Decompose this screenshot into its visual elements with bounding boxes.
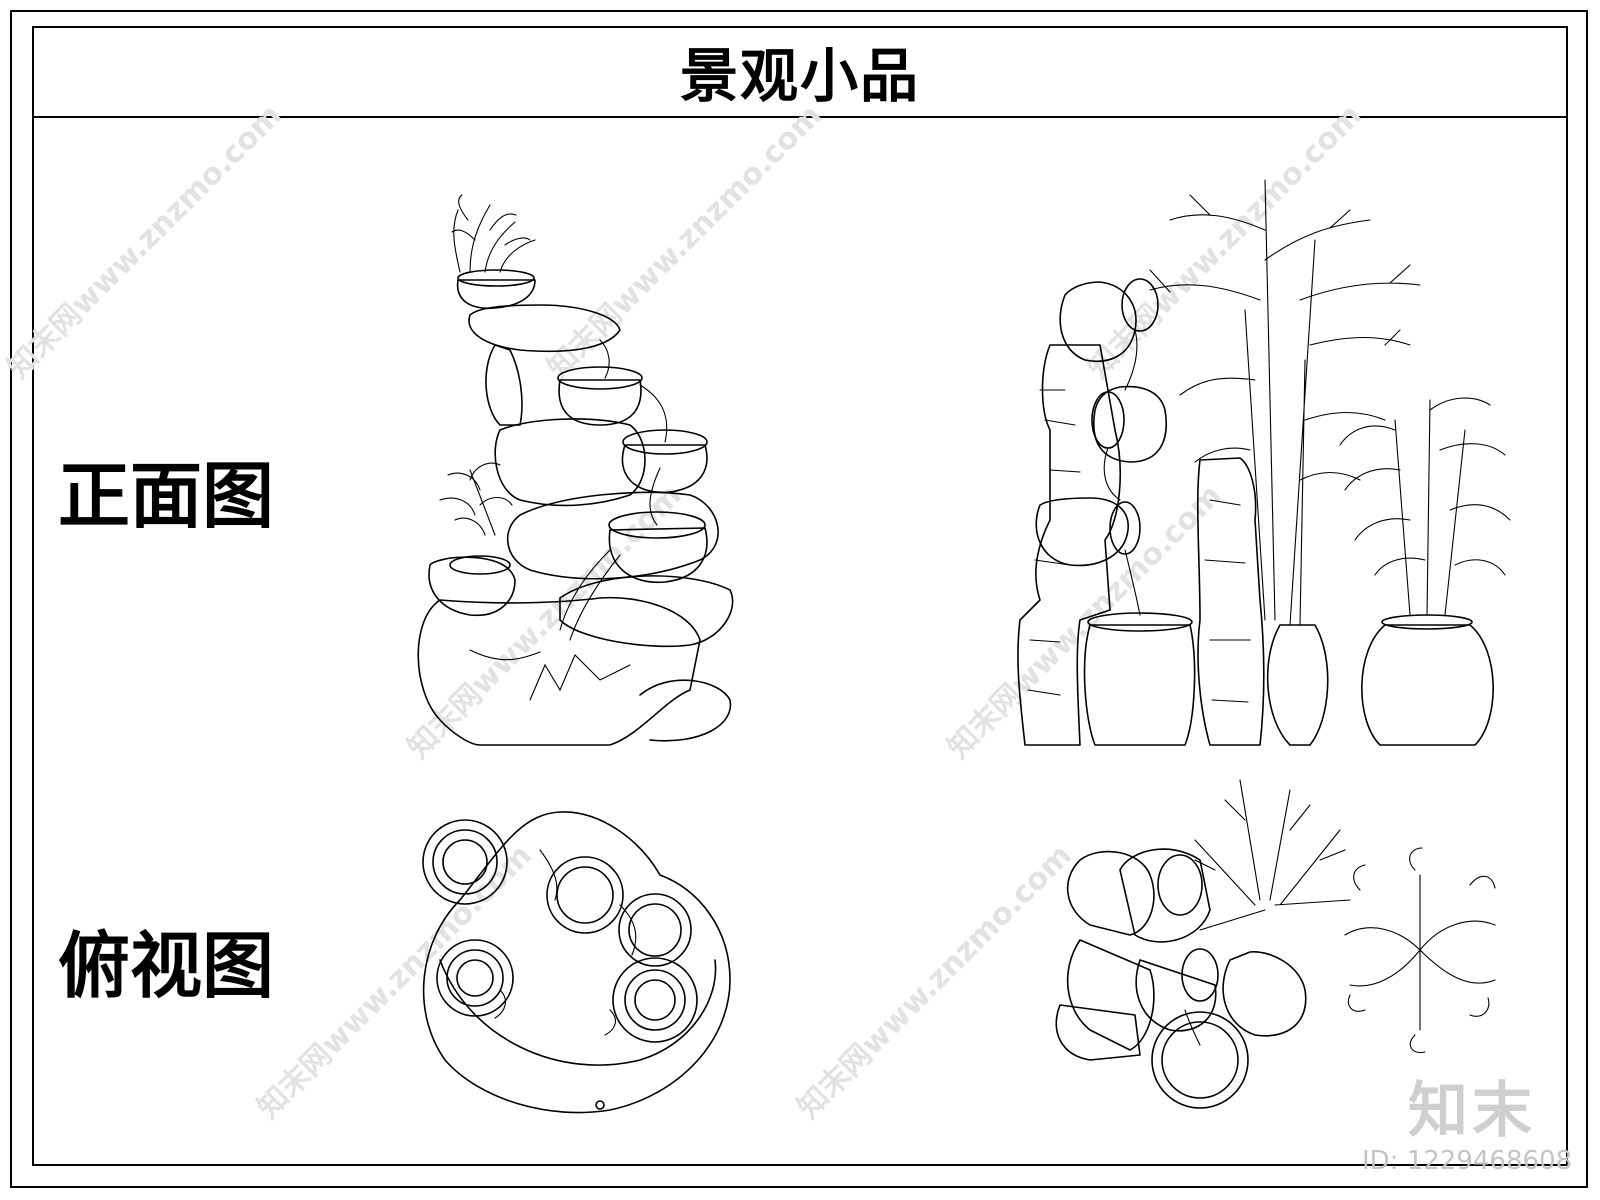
fountain-a-front-view: [417, 194, 734, 746]
fountain-a-top-view: [422, 811, 731, 1114]
title-block: 景观小品: [32, 26, 1568, 118]
watermark-logo: 知末: [1408, 1076, 1536, 1146]
watermark-site-3: 知末网www.znzmo.com: [1081, 98, 1369, 386]
watermark-id: ID: 1229468608: [1362, 1146, 1573, 1176]
outer-border: [10, 10, 1588, 1188]
front-view-label: 正面图: [58, 453, 275, 538]
watermark-site-2: 知末网www.znzmo.com: [541, 98, 829, 386]
fountain-b-top-view: [1055, 779, 1496, 1109]
top-view-label: 俯视图: [58, 923, 275, 1008]
watermark-site-5: 知末网www.znzmo.com: [941, 478, 1229, 766]
watermark-site-7: 知末网www.znzmo.com: [791, 838, 1079, 1126]
watermark-site-1: 知末网www.znzmo.com: [1, 98, 289, 386]
fountain-b-front-view: [1017, 179, 1511, 746]
inner-border: [32, 26, 1568, 1166]
sheet-title: 景观小品: [679, 42, 920, 110]
watermark-site-6: 知末网www.znzmo.com: [251, 838, 539, 1126]
